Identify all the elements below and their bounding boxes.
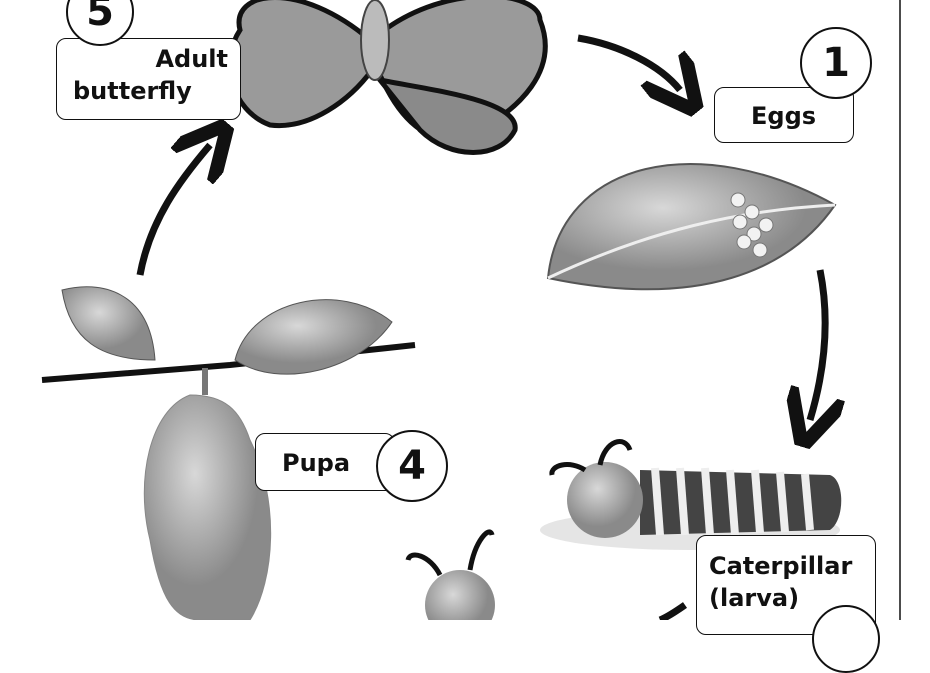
small-caterpillar-illustration bbox=[405, 529, 495, 620]
caterpillar-illustration bbox=[540, 439, 842, 550]
leaf-with-eggs-illustration bbox=[546, 163, 837, 291]
life-cycle-illustration bbox=[41, 0, 901, 620]
label-line: (larva) bbox=[709, 584, 800, 612]
branch-with-pupa-illustration bbox=[41, 286, 416, 620]
stage-number-4: 4 bbox=[376, 430, 448, 502]
stage-label-pupa: Pupa bbox=[255, 433, 395, 491]
label-line: butterfly bbox=[73, 77, 192, 105]
arrow-pupa-to-adult bbox=[136, 145, 210, 276]
arrow-adult-to-eggs bbox=[577, 34, 680, 90]
arrow-caterpillar-next bbox=[658, 602, 688, 620]
stage-label-adult: Adult butterfly bbox=[56, 38, 241, 120]
arrow-eggs-to-caterpillar bbox=[810, 269, 825, 420]
butterfly-illustration bbox=[227, 0, 548, 155]
stage-number-2 bbox=[812, 605, 880, 673]
label-line: Adult bbox=[155, 45, 228, 73]
stage-number-1: 1 bbox=[800, 27, 872, 99]
label-line: Caterpillar bbox=[709, 552, 853, 580]
